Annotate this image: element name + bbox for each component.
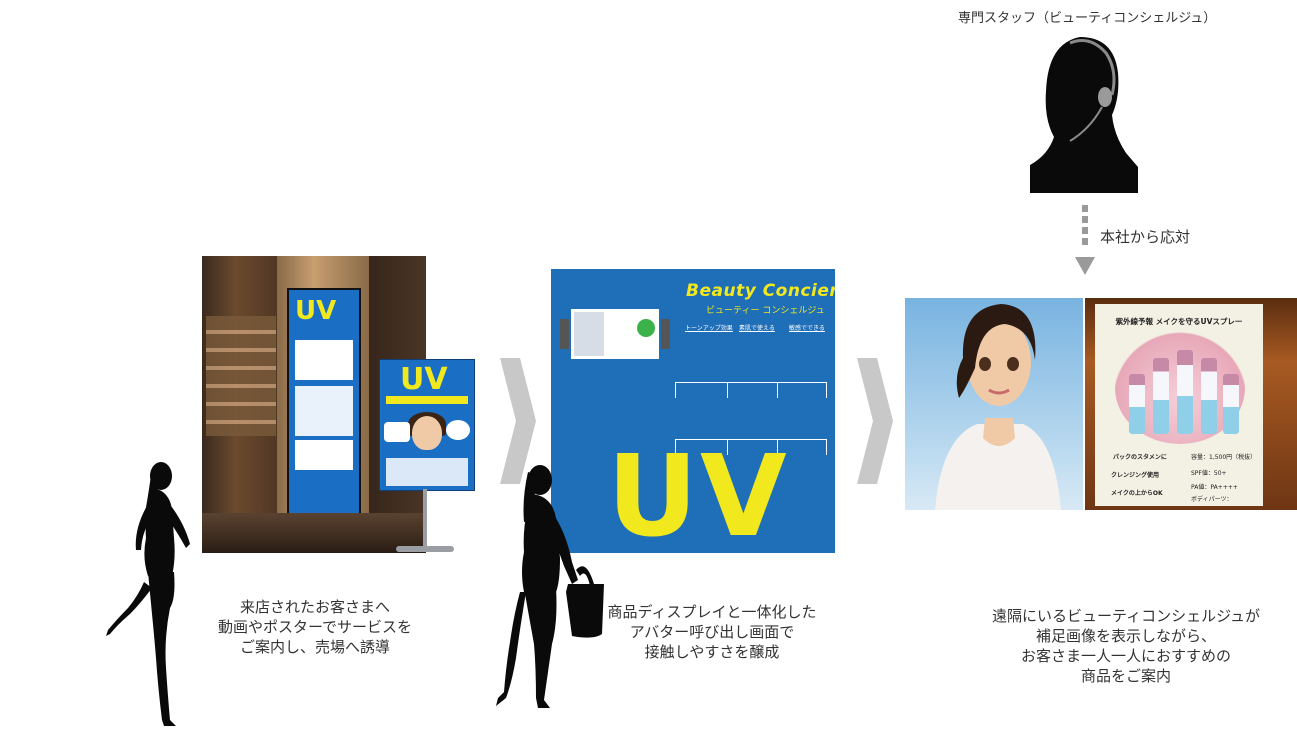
chevron-right-icon [500,358,536,484]
display-title: Beauty Concierge [686,281,835,301]
poster-avatar-face [412,416,442,450]
store-shelf [206,316,276,436]
display-menu-item[interactable]: 素肌で使える [739,325,775,332]
step2-caption: 商品ディスプレイと一体化した アバター呼び出し画面で 接触しやすさを醸成 [607,603,817,661]
display-subtitle: ビューティー コンシェルジュ [706,306,825,316]
customer-with-bag-silhouette-icon [494,462,606,712]
product-bottle [1153,358,1169,434]
concierge-avatar-image [935,304,1061,510]
product-image [1115,332,1245,444]
arrow-down-icon [1074,205,1096,281]
display-shelf-rail [675,439,827,440]
staff-label: 専門スタッフ（ビューティコンシェルジュ） [958,11,1217,26]
poster-stand-pole [423,489,427,549]
shelf-divider [727,382,728,398]
product-info-panel: 紫外線予報 メイクを守るUVスプレー パックのスタメンに クレンジング使用 メイ… [1085,298,1297,510]
poster-band [386,396,468,404]
product-spec: PA値：PA++++ [1191,484,1238,491]
headset-operator-silhouette-icon [1030,37,1138,193]
signage-panel [295,386,353,436]
shelf-divider [727,439,728,455]
display-menu-item[interactable]: トーンアップ効果 [685,325,733,332]
product-spec: ボディパーツ： [1191,496,1233,503]
shelf-divider [777,382,778,398]
product-bottle [1177,350,1193,434]
display-menu-item[interactable]: 敏感でできる [789,325,825,332]
shelf-divider [675,439,676,455]
product-spec: SPF値：50+ [1191,470,1227,477]
product-feature: パックのスタメンに [1113,454,1167,461]
arrow-label: 本社から応対 [1100,228,1191,246]
avatar-display-screen: Beauty Concierge ビューティー コンシェルジュ トーンアップ効果… [551,269,835,553]
step3-caption: 遠隔にいるビューティコンシェルジュが 補足画像を表示しながら、 お客さま一人一人… [991,607,1261,685]
avatar-call-card[interactable] [560,309,670,359]
signage-panel [295,340,353,380]
store-floor [202,513,426,553]
display-shelf-rail [675,382,827,383]
chevron-right-icon [857,358,893,484]
shelf-divider [777,439,778,455]
poster-uv-text: UV [400,362,448,397]
step1-caption: 来店されたお客さまへ 動画やポスターでサービスを ご案内し、売場へ誘導 [217,598,413,656]
poster-stand-base [396,546,454,552]
product-bottle [1201,358,1217,434]
shelf-divider [675,382,676,398]
digital-signage-screen: UV [287,288,361,522]
product-feature: メイクの上からOK [1111,490,1163,497]
customer-silhouette-icon [104,458,204,730]
display-uv-text: UV [607,432,789,553]
poster-speech-bubble [446,420,470,440]
avatar-thumbnail [574,312,604,356]
shelf-divider [826,382,827,398]
product-title: 紫外線予報 メイクを守るUVスプレー [1115,317,1243,326]
signage-panel [295,440,353,470]
shelf-divider [826,439,827,455]
product-bottle [1129,374,1145,434]
product-spec: 容量：1,500円（税抜） [1191,454,1257,461]
product-bottle [1223,374,1239,434]
signage-uv-text: UV [295,296,337,326]
card-handle [661,319,670,349]
product-feature: クレンジング使用 [1111,472,1160,479]
call-button[interactable] [637,319,655,337]
uv-poster: UV [379,359,475,491]
poster-floor-map [386,458,468,486]
card-handle [560,319,569,349]
product-sheet: 紫外線予報 メイクを守るUVスプレー パックのスタメンに クレンジング使用 メイ… [1095,304,1263,506]
concierge-avatar-panel [905,298,1083,510]
poster-speech-bubble [384,422,410,442]
